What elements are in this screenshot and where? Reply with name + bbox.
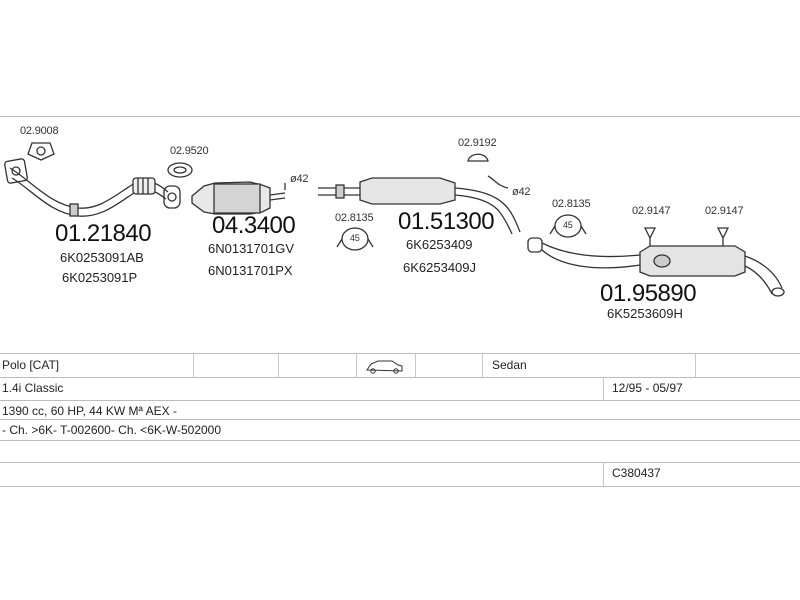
body-cell: Sedan: [492, 358, 527, 372]
part-number: 02.9008: [20, 125, 59, 137]
main-part-number: 01.51300: [398, 208, 495, 235]
table-divider: [415, 353, 416, 377]
main-part-number: 01.21840: [55, 220, 152, 247]
part-reference: 6N0131701GV: [208, 241, 295, 256]
table-divider: [603, 462, 604, 486]
part-number: 02.8135: [552, 198, 591, 210]
table-line: [0, 377, 800, 378]
top-border: [0, 116, 800, 117]
code-cell: C380437: [612, 466, 661, 480]
part-number: 02.8135: [335, 212, 374, 224]
part-reference: 6K5253609H: [607, 306, 683, 321]
part-number: 02.9192: [458, 137, 497, 149]
part-reference: 6K6253409: [406, 237, 473, 252]
table-divider: [278, 353, 279, 377]
engine-cell: 1390 cc, 60 HP, 44 KW Mª AEX -: [2, 404, 177, 418]
model-cell: Polo [CAT]: [2, 358, 60, 372]
chassis-cell: - Ch. >6K- T-002600- Ch. <6K-W-502000: [2, 423, 222, 437]
part-reference: 6K0253091P: [62, 270, 138, 285]
years-cell: 12/95 - 05/97: [612, 381, 683, 395]
table-line: [0, 353, 800, 354]
diameter-label: ø42: [512, 186, 531, 198]
clamp-size-label: 45: [563, 220, 573, 230]
table-divider: [356, 353, 357, 377]
table-divider: [193, 353, 194, 377]
table-line: [0, 400, 800, 401]
variant-cell: 1.4i Classic: [2, 381, 64, 395]
table-line: [0, 419, 800, 420]
part-reference: 6K6253409J: [403, 260, 477, 275]
table-line: [0, 440, 800, 441]
table-divider: [603, 377, 604, 400]
main-part-number: 01.95890: [600, 280, 697, 307]
part-number: 02.9147: [705, 205, 744, 217]
part-reference: 6K0253091AB: [60, 250, 144, 265]
clamp-size-label: 45: [350, 233, 360, 243]
table-line: [0, 486, 800, 487]
table-divider: [695, 353, 696, 377]
part-reference: 6N0131701PX: [208, 263, 293, 278]
diameter-label: ø42: [290, 173, 309, 185]
part-number: 02.9520: [170, 145, 209, 157]
table-divider: [482, 353, 483, 377]
part-number: 02.9147: [632, 205, 671, 217]
main-part-number: 04.3400: [212, 212, 296, 239]
table-line: [0, 462, 800, 463]
